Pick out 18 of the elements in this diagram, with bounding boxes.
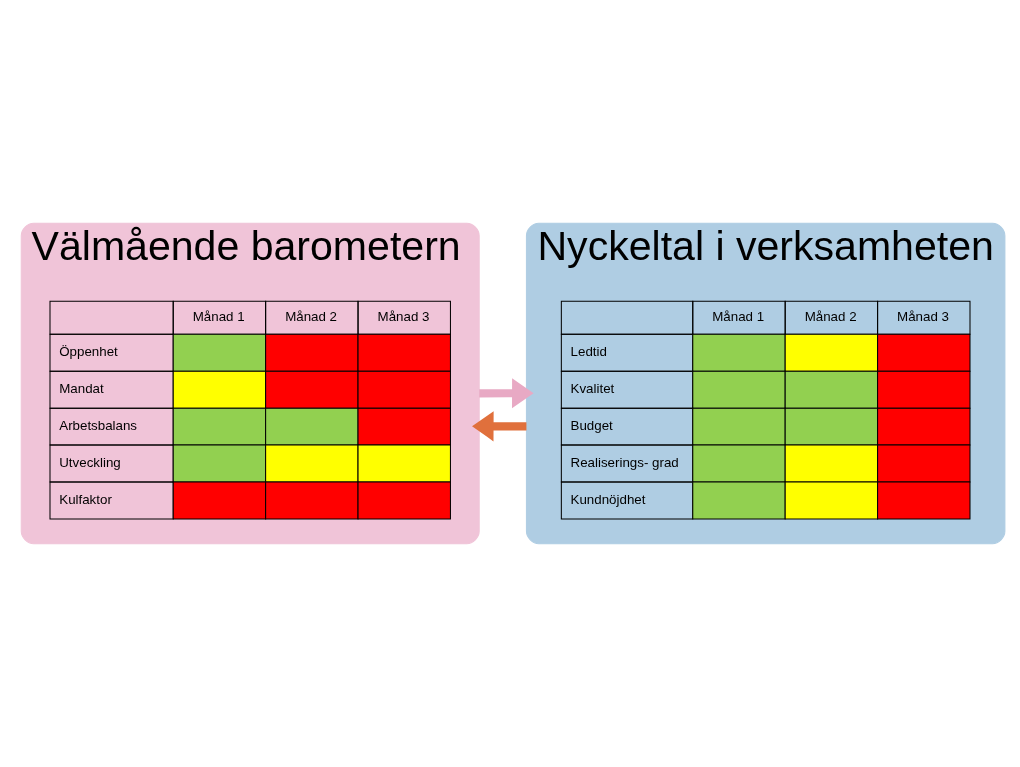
label: Ledtid (570, 344, 607, 360)
label: Öppenhet (59, 344, 118, 360)
label: Kvalitet (570, 381, 615, 397)
label: Månad 3 (897, 309, 949, 325)
label: Månad 2 (285, 309, 338, 325)
label: Kulfaktor (59, 492, 112, 508)
label: Månad 3 (377, 309, 430, 325)
label: Utveckling (59, 455, 121, 471)
label: Arbetsbalans (59, 418, 138, 434)
label: Månad 1 (192, 309, 245, 325)
label: Månad 2 (804, 309, 857, 325)
label: Realiserings- grad (570, 455, 679, 471)
label: Mandat (59, 381, 104, 397)
label: Kundnöjdhet (570, 492, 646, 508)
label: Budget (570, 418, 613, 434)
arrow (472, 411, 527, 442)
arrow (479, 378, 534, 409)
label: Månad 1 (712, 309, 765, 325)
